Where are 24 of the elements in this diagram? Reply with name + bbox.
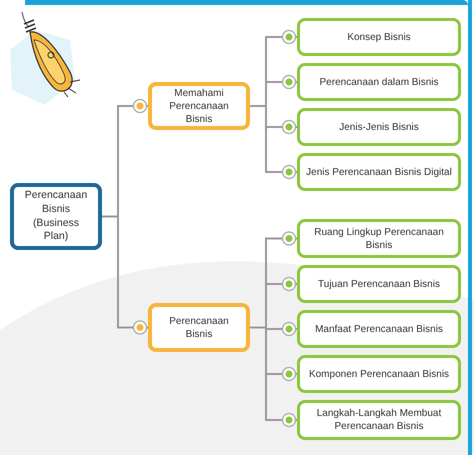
topic-label: Perencanaan Bisnis (Business Plan) xyxy=(24,189,88,244)
topic-box xyxy=(297,310,461,348)
topic-label: Memahami Perencanaan Bisnis xyxy=(168,86,230,126)
topic-label: Ruang Lingkup Perencanaan Bisnis xyxy=(313,226,445,252)
topic-label: Manfaat Perencanaan Bisnis xyxy=(315,322,443,336)
topic-label: Jenis Perencanaan Bisnis Digital xyxy=(306,166,452,178)
topic-box xyxy=(297,219,461,258)
topic-label: Perencanaan Bisnis xyxy=(168,314,230,340)
topic-label: Komponen Perencanaan Bisnis xyxy=(308,368,450,380)
topic-box xyxy=(297,63,461,101)
topic-box xyxy=(297,108,461,146)
topic-box xyxy=(297,153,461,191)
topic-box xyxy=(297,265,461,303)
topic-label: Langkah-Langkah Membuat Perencanaan Bisnis xyxy=(316,407,442,433)
topic-box xyxy=(148,303,250,352)
topic-box xyxy=(148,82,250,130)
topic-label: Jenis-Jenis Bisnis xyxy=(339,120,419,134)
topic-label: Tujuan Perencanaan Bisnis xyxy=(318,278,440,290)
topic-label: Konsep Bisnis xyxy=(347,30,411,44)
topic-box xyxy=(10,183,102,250)
topic-box xyxy=(297,18,461,56)
topic-label: Perencanaan dalam Bisnis xyxy=(320,76,438,88)
topic-box xyxy=(297,355,461,393)
topic-box xyxy=(297,400,461,440)
